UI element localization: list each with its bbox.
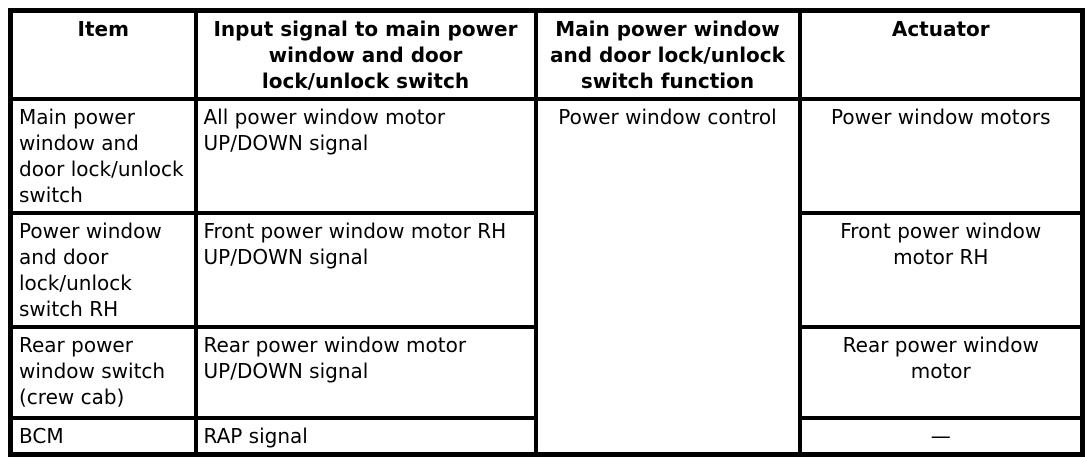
cell-input-signal: Front power window motor RH UP/DOWN sign…: [193, 211, 538, 329]
cell-input-signal: Rear power window motor UP/DOWN signal: [193, 325, 538, 420]
cell-item: BCM: [8, 416, 198, 457]
cell-actuator: Power window motors: [797, 97, 1085, 215]
header-input-signal: Input signal to main power window and do…: [193, 8, 538, 101]
cell-item: Main power window and door lock/unlock s…: [8, 97, 198, 215]
cell-item: Power window and door lock/unlock switch…: [8, 211, 198, 329]
cell-input-signal: All power window motor UP/DOWN signal: [193, 97, 538, 215]
header-item: Item: [8, 8, 198, 101]
cell-switch-function-merged: Power window control: [533, 97, 802, 457]
header-switch-function: Main power window and door lock/unlock s…: [533, 8, 802, 101]
table-row-switch-rh: Power window and door lock/unlock switch…: [8, 211, 1085, 329]
cell-item: Rear power window switch (crew cab): [8, 325, 198, 420]
header-actuator: Actuator: [797, 8, 1085, 101]
cell-input-signal: RAP signal: [193, 416, 538, 457]
table-row-main-switch: Main power window and door lock/unlock s…: [8, 97, 1085, 457]
cell-actuator: —: [797, 416, 1085, 457]
table-row-bcm: BCM RAP signal —: [8, 416, 1085, 457]
header-row: Item Input signal to main power window a…: [8, 8, 1085, 101]
power-window-signal-table: Item Input signal to main power window a…: [8, 8, 1085, 457]
cell-actuator: Rear power window motor: [797, 325, 1085, 420]
cell-actuator: Front power window motor RH: [797, 211, 1085, 329]
table-row-rear-switch: Rear power window switch (crew cab) Rear…: [8, 325, 1085, 420]
